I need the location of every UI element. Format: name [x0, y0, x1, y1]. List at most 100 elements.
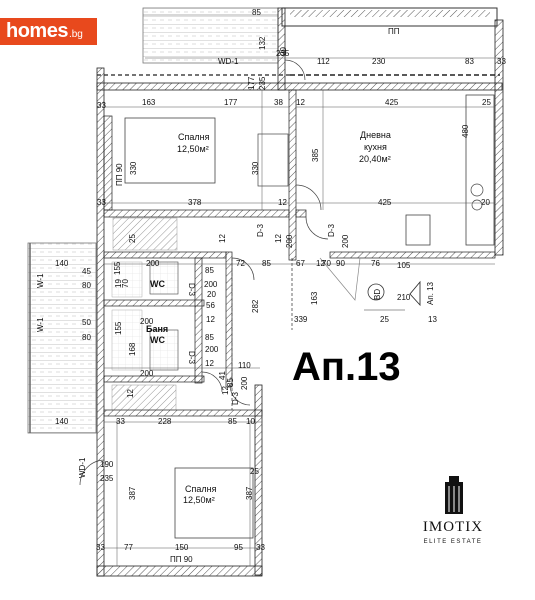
- dimension-value: 200: [240, 376, 249, 390]
- dimension-value: 339: [294, 315, 308, 324]
- dimension-value: 33: [256, 543, 265, 552]
- dimension-value: 12: [206, 315, 215, 324]
- outer-walls: [96, 7, 504, 577]
- dimension-value: 25: [250, 467, 259, 476]
- element-tags: ПП ПП 90 ПП 90 WD-1 WD-1 W-1 W-1 D-3 D-3…: [36, 27, 435, 564]
- dimension-value: 105: [397, 261, 411, 270]
- room-bedroom-bottom-area: 12,50м²: [183, 495, 215, 505]
- dimension-value: 425: [385, 98, 399, 107]
- dimension-value: 235: [258, 76, 267, 90]
- dimension-value: 110: [238, 361, 251, 370]
- dimension-value: 12: [221, 386, 230, 395]
- dimension-value: 41: [218, 371, 227, 380]
- dimension-value: 177: [247, 76, 256, 90]
- dimension-value: 33: [497, 57, 506, 66]
- dimension-value: 33: [96, 543, 105, 552]
- brand-building-icon: [445, 476, 463, 514]
- dimension-value: 33: [97, 198, 106, 207]
- door-swings: [79, 59, 361, 486]
- dimension-value: 12: [218, 234, 227, 243]
- dimension-value: 330: [129, 161, 138, 175]
- dimension-value: 200: [205, 345, 219, 354]
- dimension-value: 72: [236, 259, 245, 268]
- dimension-value: 50: [82, 318, 91, 327]
- dimension-value: 163: [310, 291, 319, 305]
- dimension-value: 12: [316, 259, 325, 268]
- dimension-value: 235: [100, 474, 114, 483]
- dimension-value: 200: [341, 234, 350, 248]
- dimension-value: 12: [274, 234, 283, 243]
- dimension-value: 200: [204, 280, 218, 289]
- dimension-value: 33: [116, 417, 125, 426]
- dimension-value: 190: [100, 460, 114, 469]
- dimension-value: 70: [121, 279, 130, 288]
- room-living-name: Дневна: [360, 130, 391, 140]
- dimension-value: 13: [428, 315, 437, 324]
- tag-bd: BD: [373, 289, 382, 300]
- dimension-value: 70: [322, 259, 331, 268]
- dimension-value: 140: [55, 417, 69, 426]
- brand-tagline: ELITE ESTATE: [423, 539, 483, 545]
- tag-w-side1: W-1: [36, 273, 45, 288]
- dimension-value: 12: [205, 359, 214, 368]
- dimension-lines: [104, 57, 500, 566]
- dimension-value: 387: [128, 486, 137, 500]
- tag-pp-bottom: ПП 90: [170, 555, 193, 564]
- dimension-value: 132: [258, 36, 267, 50]
- dimension-value: 90: [279, 47, 288, 56]
- tag-door-4: D-3: [187, 351, 196, 364]
- dimension-value: 85: [205, 333, 214, 342]
- dimension-value: 425: [378, 198, 392, 207]
- dimension-value: 235: [276, 49, 290, 58]
- tag-w-side2: W-1: [36, 317, 45, 332]
- dimension-value: 480: [461, 124, 470, 138]
- dimension-value: 19: [114, 279, 123, 288]
- dimension-value: 80: [82, 281, 91, 290]
- room-living-name2: кухня: [364, 142, 387, 152]
- dimension-value: 33: [97, 101, 106, 110]
- dimension-value: 83: [465, 57, 474, 66]
- dimension-value: 168: [128, 342, 137, 356]
- dimension-value: 12: [126, 389, 135, 398]
- dimension-value: 67: [296, 259, 305, 268]
- dimension-value: 210: [397, 293, 411, 302]
- dimension-value: 85: [205, 266, 214, 275]
- room-bath-name2: WC: [150, 335, 165, 345]
- site-logo[interactable]: homes.bg: [0, 18, 97, 45]
- dimension-value: 228: [158, 417, 172, 426]
- dimension-value: 95: [234, 543, 243, 552]
- dimension-value: 25: [482, 98, 491, 107]
- exit-marker: [364, 280, 421, 311]
- dimension-value: 200: [285, 234, 294, 248]
- dimension-value: 20: [207, 290, 216, 299]
- dimension-value: 90: [336, 259, 345, 268]
- dimension-value: 385: [311, 148, 320, 162]
- dimension-value: 25: [128, 234, 137, 243]
- dimension-texts: 85 132 235 112 230 83 33 90 177 235 33 1…: [55, 8, 506, 552]
- room-living-area: 20,40м²: [359, 154, 391, 164]
- dimension-value: 76: [371, 259, 380, 268]
- dimension-value: 85: [262, 259, 271, 268]
- dimension-value: 200: [140, 317, 154, 326]
- dimension-value: 230: [372, 57, 386, 66]
- dimension-value: 378: [188, 198, 202, 207]
- room-bath-name: Баня: [146, 324, 168, 334]
- dimension-value: 112: [317, 57, 330, 66]
- dimension-value: 155: [113, 261, 122, 275]
- room-bedroom-top-area: 12,50м²: [177, 144, 209, 154]
- dimension-value: 38: [274, 98, 283, 107]
- dimension-value: 12: [278, 198, 287, 207]
- room-bedroom-top-name: Спалня: [178, 132, 210, 142]
- brand-name: IMOTIX: [422, 519, 484, 535]
- tag-pp-top: ПП: [388, 27, 400, 36]
- dimension-value: 12: [296, 98, 305, 107]
- dimension-value: 163: [142, 98, 156, 107]
- dimension-value: 85: [226, 378, 235, 387]
- tag-door-3: D-3: [187, 283, 196, 296]
- dimension-value: 45: [82, 267, 91, 276]
- site-logo-suffix: .bg: [68, 29, 83, 40]
- dimension-value: 200: [140, 369, 154, 378]
- inner-walls: [103, 89, 496, 417]
- corridor-markings: [231, 258, 293, 410]
